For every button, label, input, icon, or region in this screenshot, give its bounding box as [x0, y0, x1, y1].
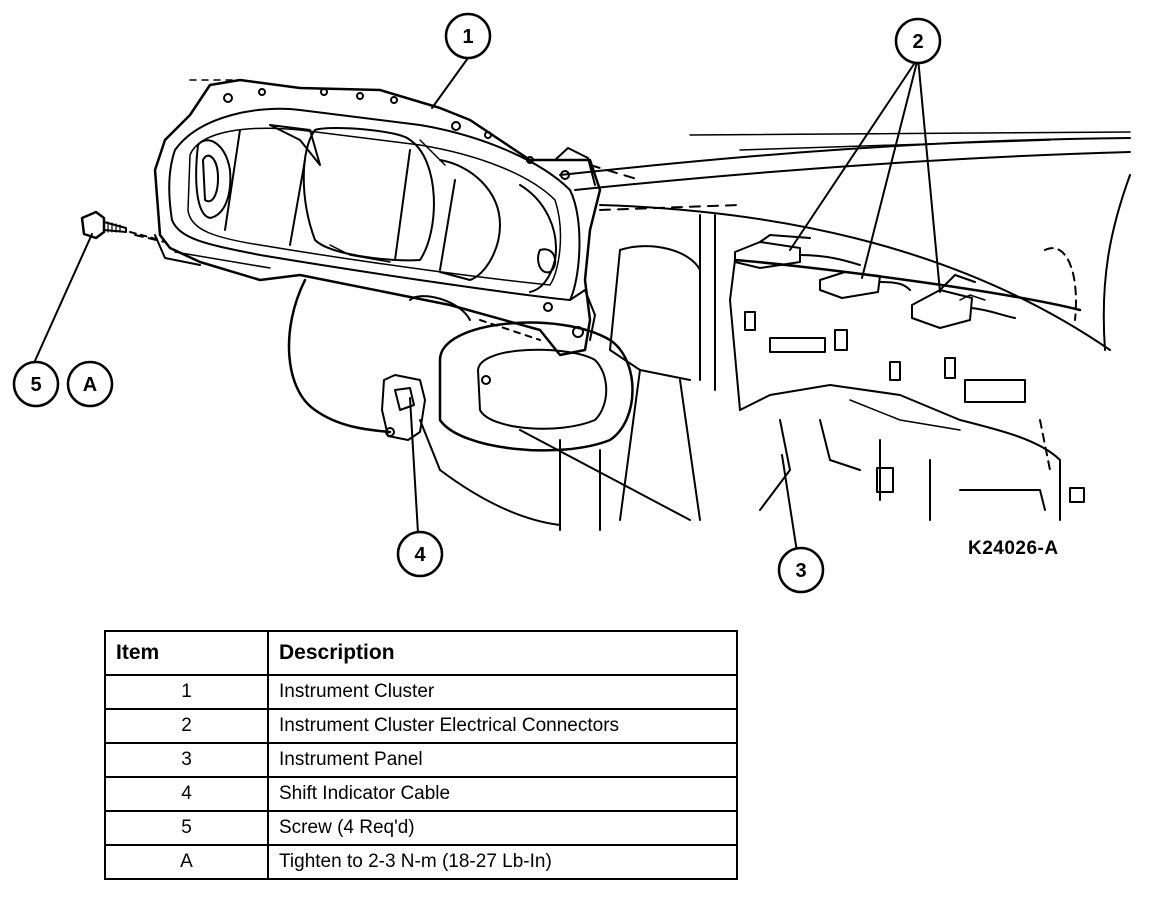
leader-lines: [33, 57, 941, 553]
legend-header-row: Item Description: [104, 630, 738, 676]
callout-5-label: 5: [30, 374, 41, 396]
legend-description-cell: Instrument Cluster: [267, 674, 738, 710]
callout-2-label: 2: [912, 31, 923, 53]
electrical-connector-group: [734, 234, 1016, 329]
legend-description-cell: Instrument Panel: [267, 742, 738, 778]
legend-row: A Tighten to 2-3 N-m (18-27 Lb-In): [104, 844, 738, 880]
legend-item-cell: 5: [104, 810, 269, 846]
callout-2: 2: [894, 17, 942, 65]
steering-column-opening: [409, 295, 634, 452]
callout-3: 3: [777, 546, 825, 594]
callout-3-label: 3: [795, 560, 806, 582]
connector-middle: [819, 271, 881, 299]
legend-item-cell: A: [104, 844, 269, 880]
legend-description-cell: Shift Indicator Cable: [267, 776, 738, 812]
legend-item-cell: 4: [104, 776, 269, 812]
callout-a: A: [66, 360, 114, 408]
callout-a-label: A: [83, 374, 97, 396]
callout-1: 1: [444, 12, 492, 60]
legend-item-cell: 3: [104, 742, 269, 778]
legend-row: 4 Shift Indicator Cable: [104, 776, 738, 812]
legend-row: 1 Instrument Cluster: [104, 674, 738, 710]
legend-row: 2 Instrument Cluster Electrical Connecto…: [104, 708, 738, 744]
callout-4-label: 4: [414, 544, 426, 566]
callout-1-label: 1: [462, 26, 473, 48]
connector-right: [911, 289, 973, 329]
legend-description-cell: Screw (4 Req'd): [267, 810, 738, 846]
legend-header-description: Description: [267, 630, 738, 676]
instrument-panel: [419, 131, 1131, 531]
exploded-view-drawing: 1 2 3 4 5 A: [12, 12, 1131, 594]
legend-description-cell: Tighten to 2-3 N-m (18-27 Lb-In): [267, 844, 738, 880]
legend-row: 3 Instrument Panel: [104, 742, 738, 778]
legend-table: Item Description 1 Instrument Cluster 2 …: [104, 630, 738, 880]
figure-code: K24026-A: [968, 538, 1059, 559]
screw: [80, 210, 161, 241]
legend-row: 5 Screw (4 Req'd): [104, 810, 738, 846]
callout-4: 4: [396, 530, 444, 578]
legend-item-cell: 1: [104, 674, 269, 710]
shift-indicator-cable: [287, 278, 426, 441]
legend-item-cell: 2: [104, 708, 269, 744]
legend-description-cell: Instrument Cluster Electrical Connectors: [267, 708, 738, 744]
callout-5: 5: [12, 360, 60, 408]
instrument-cluster: [134, 78, 641, 357]
legend-header-item: Item: [104, 630, 269, 676]
